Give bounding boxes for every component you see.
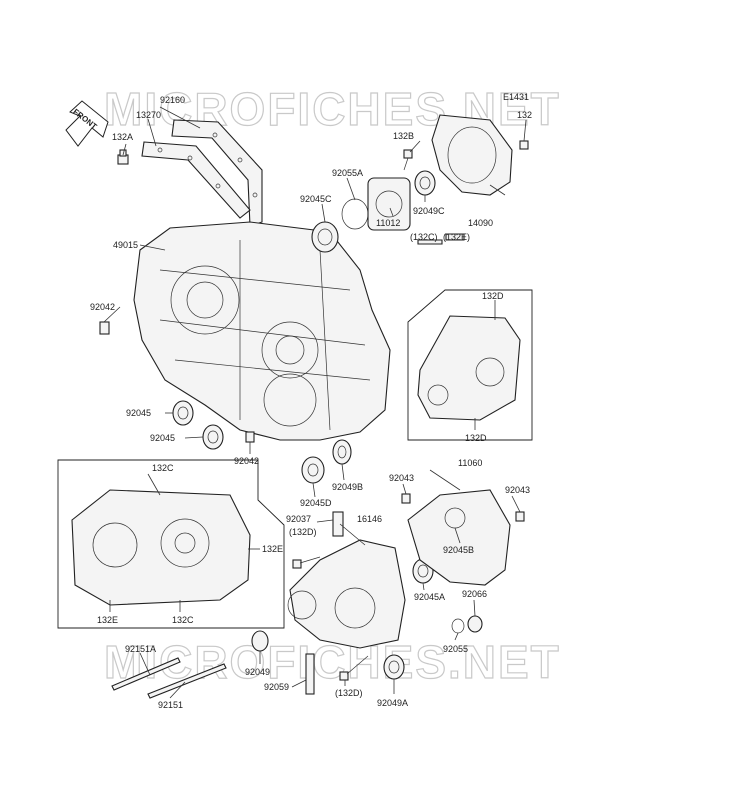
seal-92049B [332,439,352,465]
label-92055: 92055 [443,644,468,654]
label-92049C: 92049C [413,206,445,216]
leader-lines [103,106,527,699]
dowel-92043b [515,511,525,522]
bolt-92151 [147,663,227,699]
label-92045A: 92045A [414,592,445,602]
label-92037: 92037 [286,514,311,524]
label-132C-b: 132C [152,463,174,473]
label-92042-a: 92042 [90,302,115,312]
label-132E-c: 132E [97,615,118,625]
seal-92049C [414,170,436,196]
label-132D-d: (132D) [335,688,363,698]
label-132D-c: (132D) [289,527,317,537]
label-11012: 11012 [376,218,400,228]
label-92045B: 92045B [443,545,474,555]
label-132A: 132A [112,132,133,142]
case-16146 [287,539,406,649]
label-92049B: 92049B [332,482,363,492]
label-92049A: 92049A [377,698,408,708]
label-92151A: 92151A [125,644,156,654]
bolts-132C-132E [417,233,465,245]
label-92059: 92059 [264,682,289,692]
gasket-14090 [431,114,513,196]
label-92045-b: 92045 [150,433,175,443]
bearing-92045b [202,424,224,450]
label-49015: 49015 [113,240,138,250]
label-92043-b: 92043 [505,485,530,495]
label-132D-b: 132D [465,433,487,443]
part-labels: 92160 13270 132A 132 132B 92055A 92045C … [90,95,532,710]
label-132C-paren: (132C) [410,232,438,242]
label-16146: 16146 [357,514,382,524]
o-ring-92055 [451,618,465,634]
label-92151: 92151 [158,700,183,710]
dowel-92042a [99,321,110,335]
shaft-92059 [305,653,315,695]
label-132D-a: 132D [482,291,504,301]
bolt-132B [403,149,413,171]
bolt-132D-lower [339,655,369,681]
holder-11012 [367,177,411,231]
bolt-132A [117,149,129,165]
label-132-top: 132 [517,110,532,120]
plug-92066 [467,615,483,633]
bearing-92045a [172,400,194,426]
label-92066: 92066 [462,589,487,599]
cover-plate-13270 [141,141,251,219]
cover-132D [417,315,521,421]
bolt-132-top [519,140,529,150]
seal-92049A [383,654,405,680]
seal-92049 [251,630,269,652]
housing-49015 [133,221,391,441]
dowel-92043a [401,493,411,504]
label-92160: 92160 [160,95,185,105]
detail-frame-right [407,289,533,441]
gasket-11060 [407,489,511,586]
label-92042-b: 92042 [234,456,259,466]
label-14090: 14090 [468,218,493,228]
label-132E-b: 132E [262,544,283,554]
label-92043-a: 92043 [389,473,414,483]
label-92055A: 92055A [332,168,363,178]
label-92045-a: 92045 [126,408,151,418]
front-arrow-icon: FRONT [65,100,109,147]
label-92045D: 92045D [300,498,332,508]
label-92049: 92049 [245,667,270,677]
detail-frame-left [57,459,285,629]
bolt-92151A [111,657,181,691]
pin-92037 [332,511,344,537]
label-13270: 13270 [136,110,161,120]
bearing-92045D [301,456,325,484]
dowel-92042b [245,431,255,443]
o-ring-92055A [341,198,369,230]
label-132C-c: 132C [172,615,194,625]
bearing-92045C [311,221,339,253]
label-11060: 11060 [458,458,482,468]
label-92045C: 92045C [300,194,332,204]
diagram-code: E1431 [503,92,529,102]
bolt-132D-left [292,556,321,569]
label-132B: 132B [393,131,414,141]
label-132E-paren: (132E) [443,232,470,242]
cover-132C [71,489,251,606]
